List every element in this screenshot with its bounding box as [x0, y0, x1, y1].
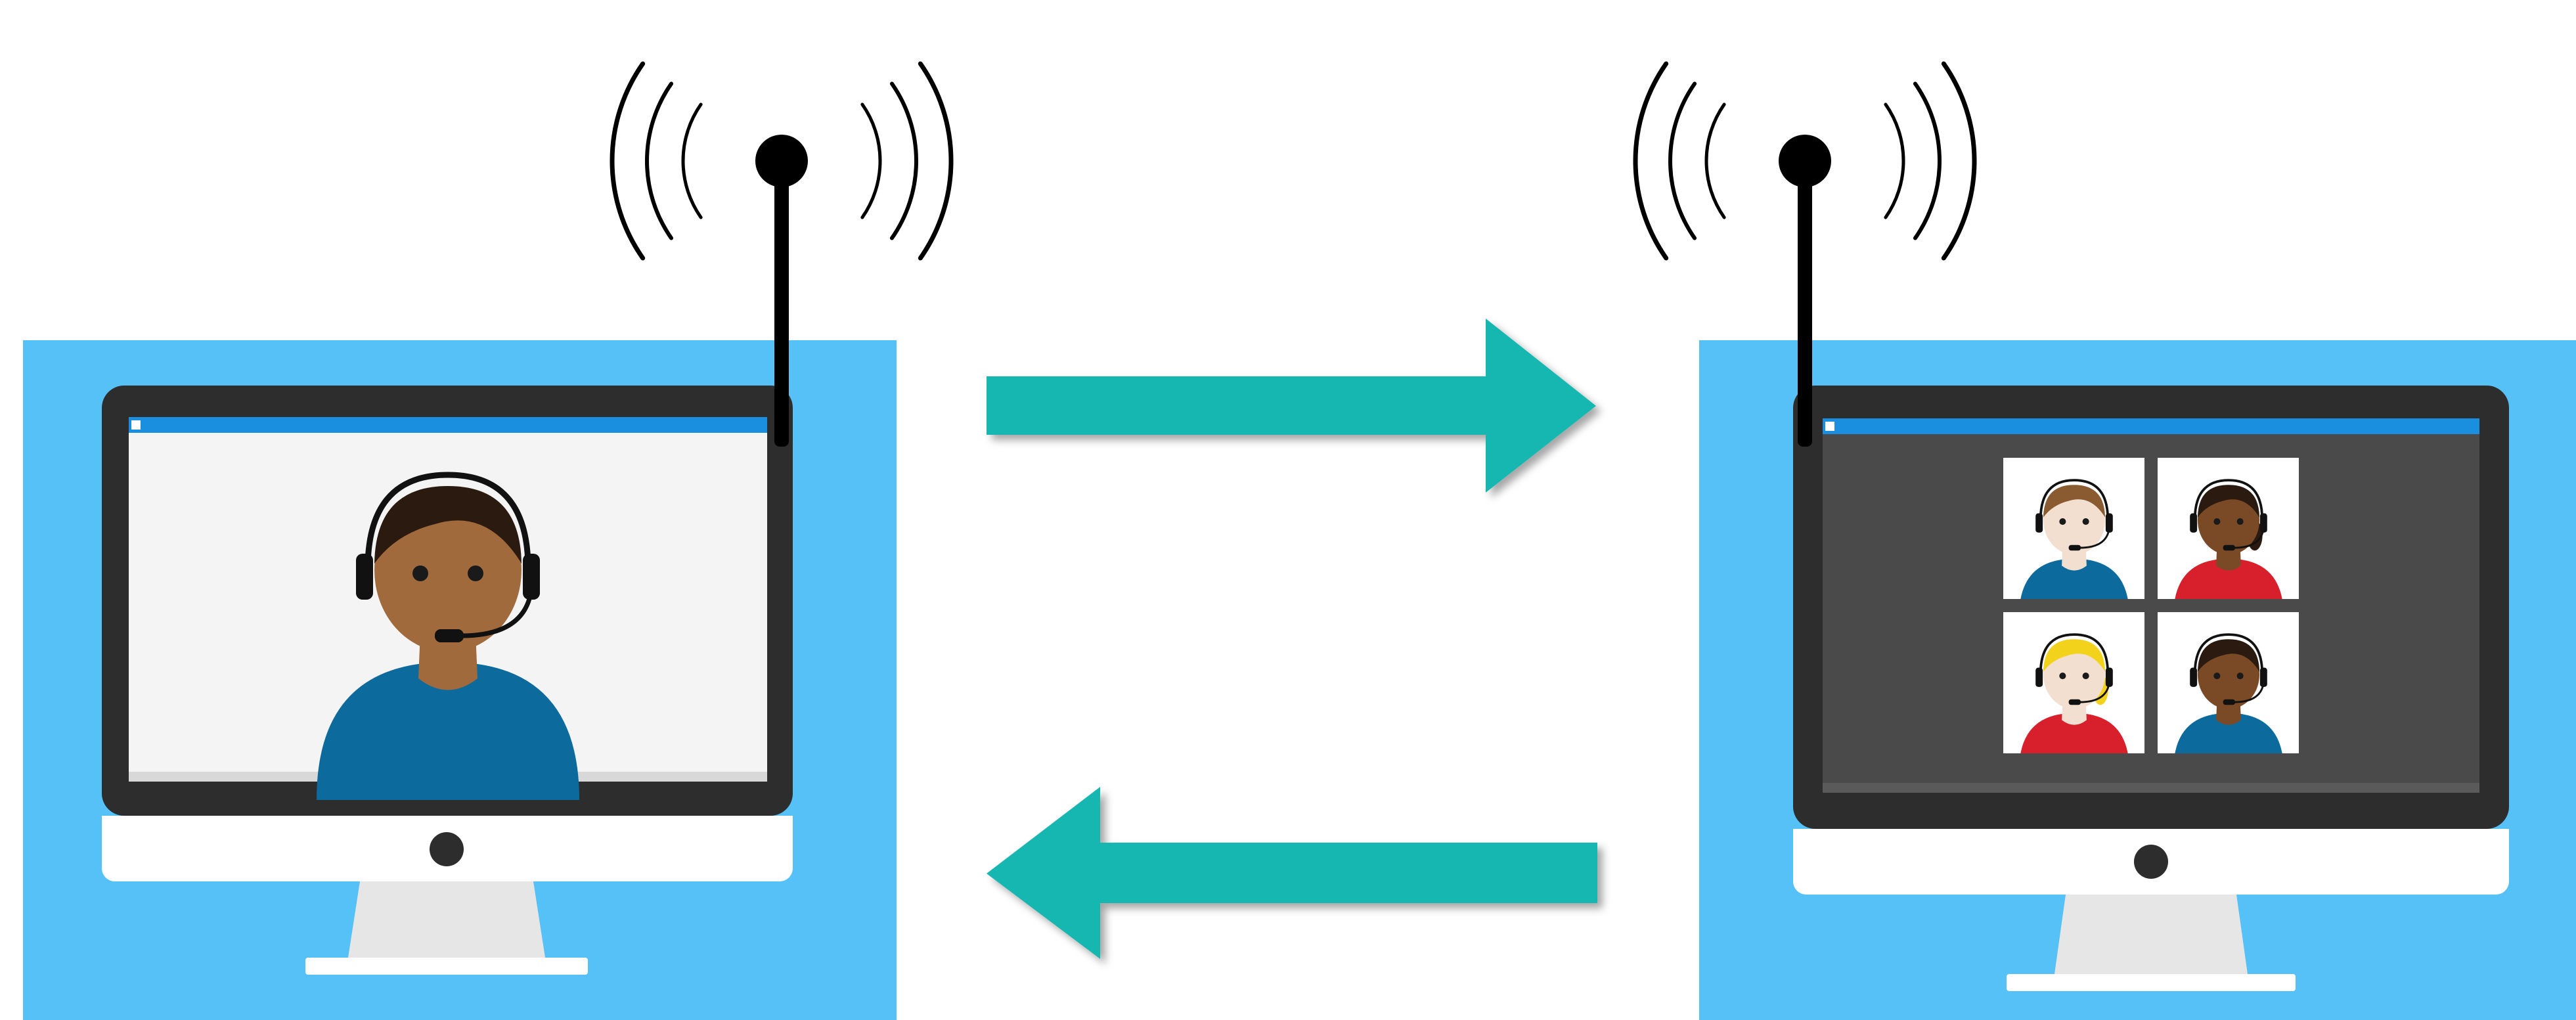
eye [2213, 518, 2220, 525]
mic-tip [2223, 699, 2235, 705]
window-app-icon [1825, 422, 1834, 431]
left-station [23, 340, 897, 1020]
eye [2213, 673, 2220, 679]
signal-wave [647, 83, 671, 238]
signal-wave [1635, 64, 1666, 258]
headset-ear [2190, 514, 2197, 533]
mic-tip [2223, 545, 2235, 550]
headset-ear [2260, 668, 2267, 687]
antenna-tip [1779, 135, 1831, 187]
signal-wave [683, 104, 701, 217]
right-monitor-base [2007, 974, 2296, 991]
eye [2237, 673, 2244, 679]
signal-wave [612, 64, 643, 258]
eye [2083, 673, 2089, 679]
signal-wave [1706, 104, 1724, 217]
left-monitor-logo-dot [430, 832, 464, 866]
left-window-titlebar [129, 417, 767, 433]
eye [2059, 673, 2066, 679]
signal-wave [892, 83, 916, 238]
signal-wave [862, 104, 880, 217]
right-monitor-logo-dot [2134, 845, 2168, 879]
right-monitor-stand [2054, 895, 2248, 974]
headset-ear [2260, 514, 2267, 533]
left-monitor-base [305, 958, 588, 975]
eye [2083, 518, 2089, 525]
headset-ear [2035, 514, 2043, 533]
mic-tip [2069, 545, 2081, 550]
mic-tip [435, 629, 464, 642]
arrow-left-icon [987, 787, 1597, 959]
right-station [1699, 340, 2576, 1020]
headset-ear [2035, 668, 2043, 687]
right-screen [1823, 418, 2479, 793]
right-window-statusbar [1823, 783, 2479, 793]
signal-wave [920, 64, 951, 258]
signal-wave [1943, 64, 1974, 258]
left-monitor-stand [348, 881, 545, 958]
mic-tip [2069, 699, 2081, 705]
antenna-mast [774, 161, 789, 447]
headset-ear [356, 554, 373, 600]
arrow-right-icon [987, 319, 1596, 493]
window-app-icon [131, 420, 141, 430]
headset-ear [2106, 668, 2113, 687]
headset-ear [2190, 668, 2197, 687]
headset-ear [2106, 514, 2113, 533]
antenna-tip [755, 135, 808, 187]
signal-wave [1886, 104, 1903, 217]
eye [2237, 518, 2244, 525]
antenna-mast [1798, 161, 1812, 447]
signal-wave [1670, 83, 1695, 238]
eye [2059, 518, 2066, 525]
signal-wave [1915, 83, 1940, 238]
right-window-titlebar [1823, 418, 2479, 434]
headset-ear [523, 554, 540, 600]
eye [468, 565, 483, 581]
eye [412, 565, 428, 581]
